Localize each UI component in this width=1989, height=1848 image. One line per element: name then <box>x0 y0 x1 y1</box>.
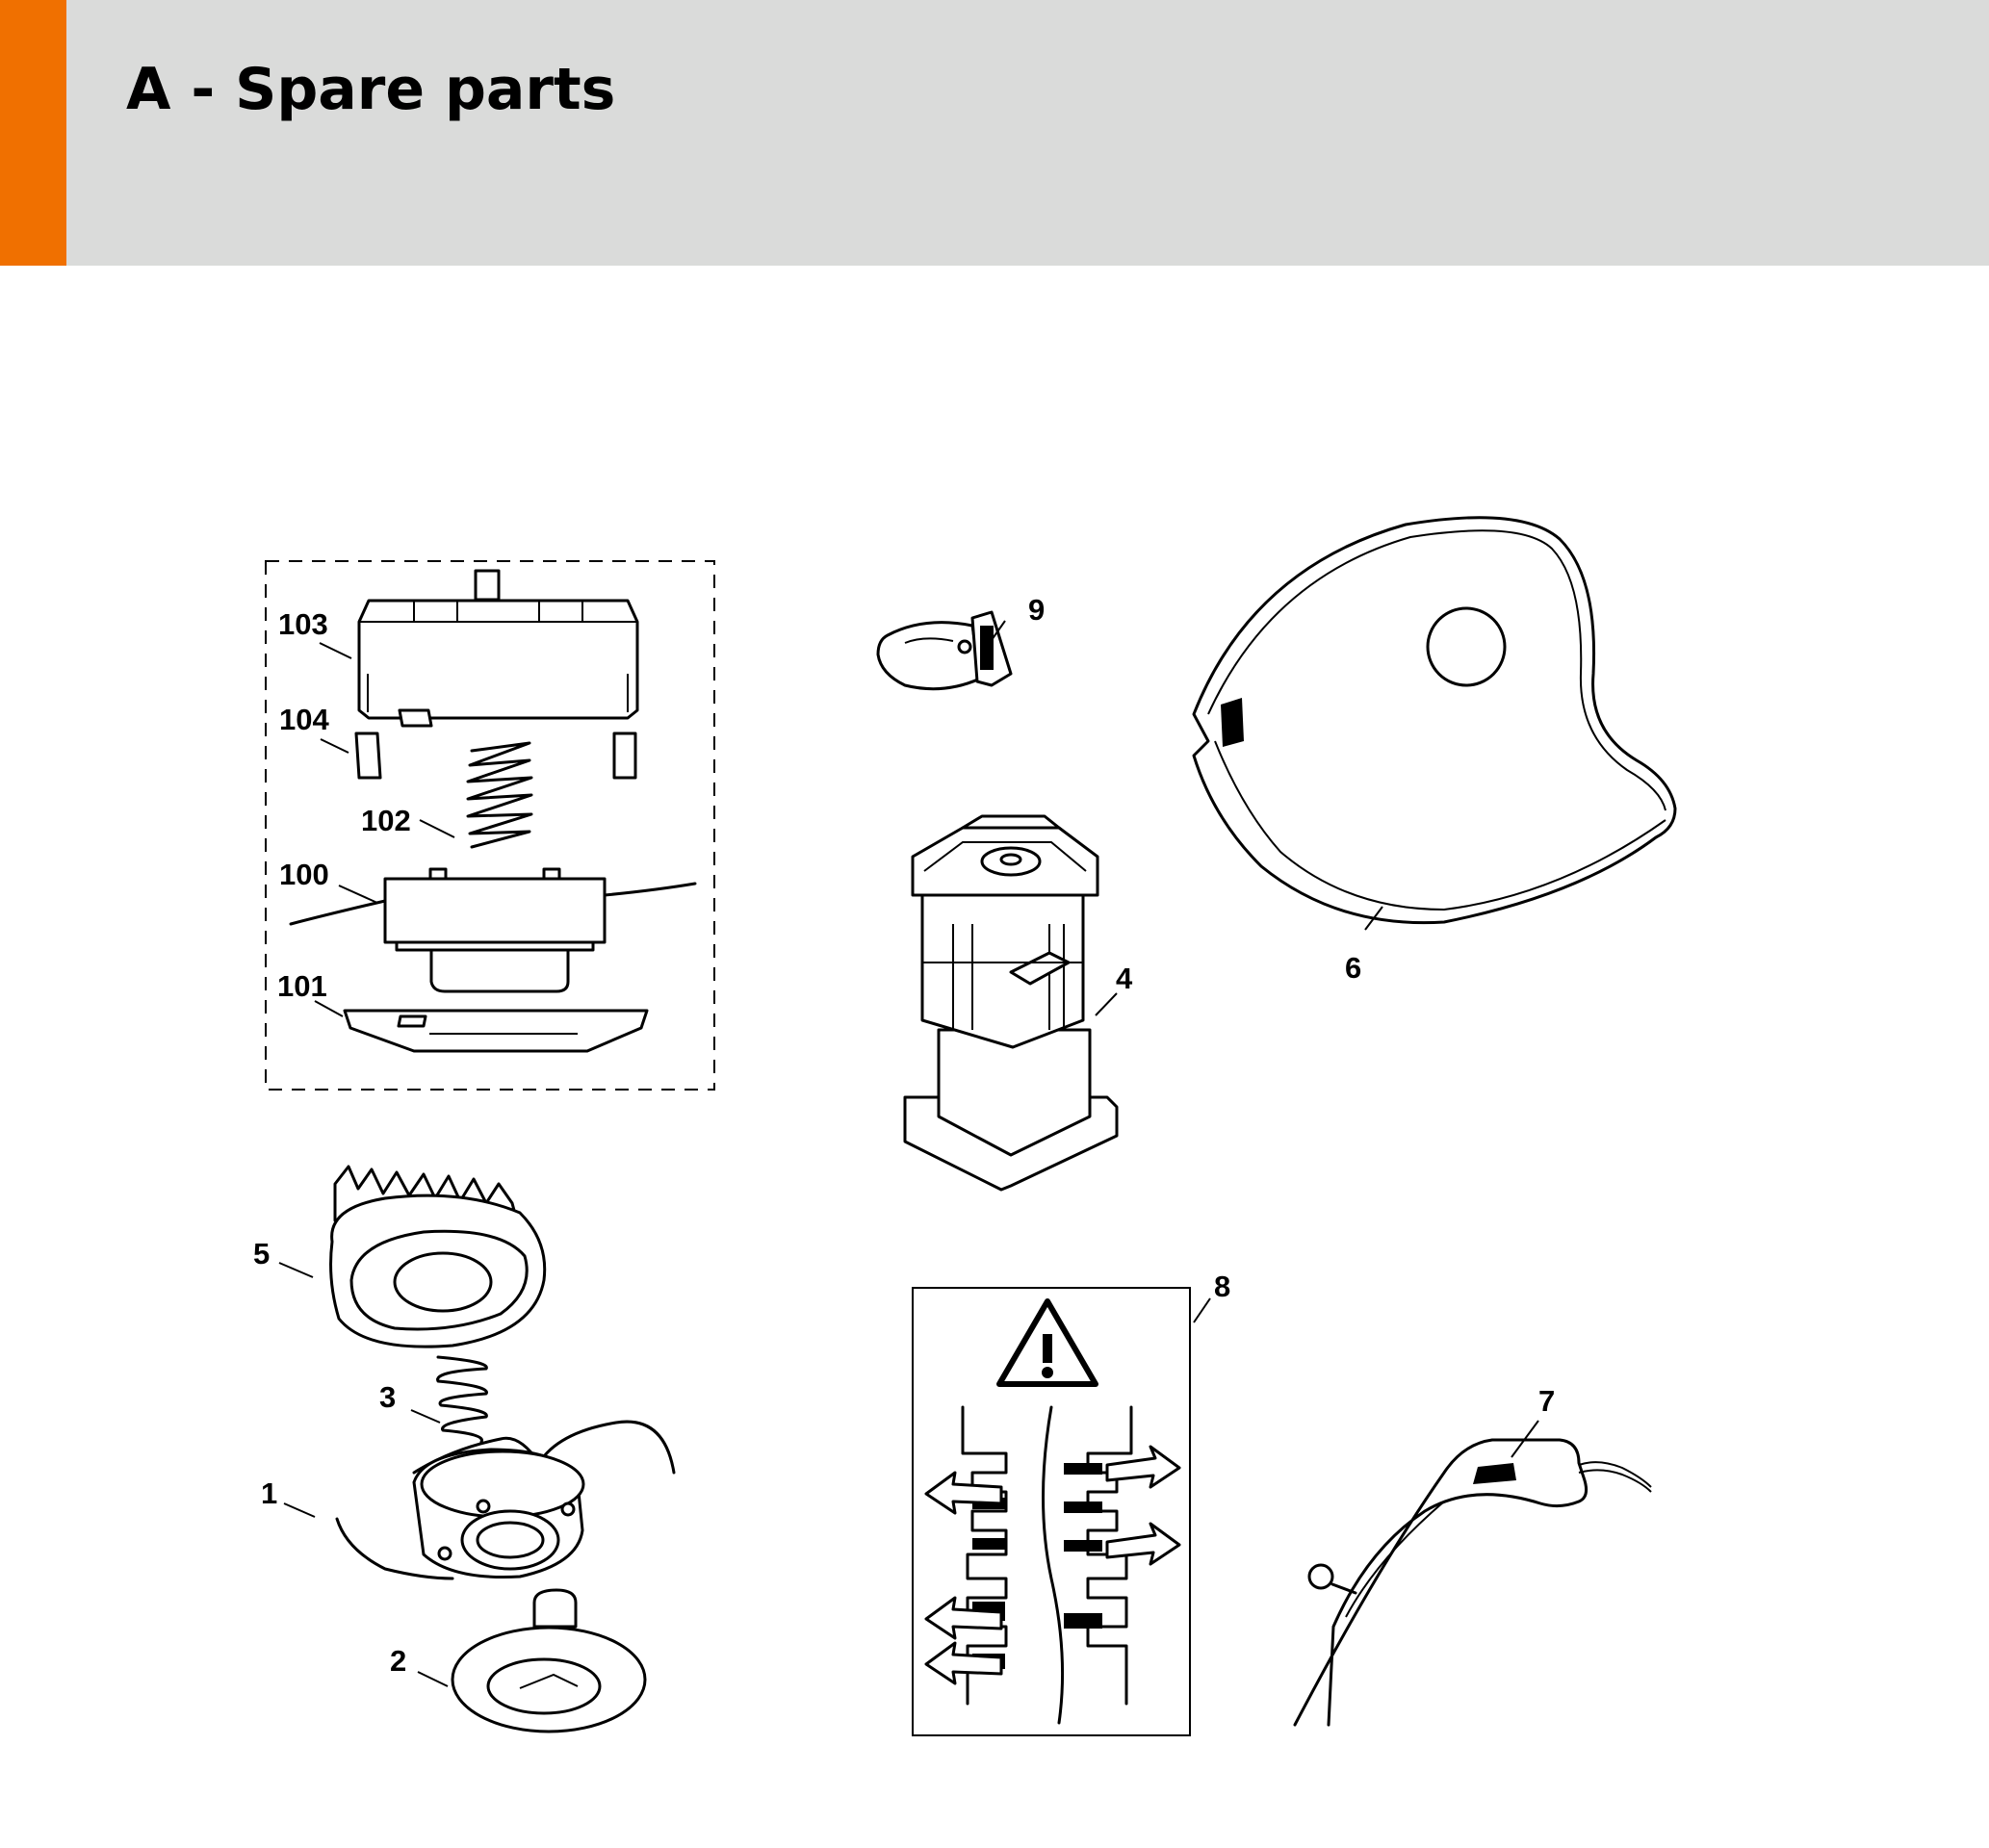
part-103-housing-icon[interactable] <box>357 569 639 728</box>
part-101-cap-icon[interactable] <box>343 1009 649 1053</box>
leader-lines <box>278 620 1539 1687</box>
part-100-spool-icon[interactable] <box>289 867 697 993</box>
part-8-warning-label-icon[interactable] <box>912 1287 1191 1736</box>
callout-9: 9 <box>1028 593 1045 627</box>
page-header: A - Spare parts <box>0 0 1989 266</box>
part-104-clips-icon[interactable] <box>354 732 637 780</box>
callout-103: 103 <box>278 607 328 641</box>
part-6-guard-icon[interactable] <box>1192 516 1677 925</box>
callout-5: 5 <box>253 1237 270 1270</box>
part-102-spring-icon[interactable] <box>466 741 533 849</box>
header-accent-bar <box>0 0 66 266</box>
callout-102: 102 <box>361 804 411 837</box>
callout-104: 104 <box>279 703 329 736</box>
callout-100: 100 <box>279 858 329 891</box>
kit-group-box <box>265 560 715 1091</box>
part-2-cap-icon[interactable] <box>451 1588 647 1733</box>
part-9-switch-icon[interactable] <box>876 610 1013 691</box>
part-5-housing-icon[interactable] <box>329 1165 547 1348</box>
callout-3: 3 <box>379 1380 396 1414</box>
callout-2: 2 <box>390 1644 406 1678</box>
callout-1: 1 <box>261 1476 277 1510</box>
callout-6: 6 <box>1345 951 1361 985</box>
callout-101: 101 <box>277 969 327 1003</box>
part-1-spool-icon[interactable] <box>335 1420 676 1580</box>
callout-7: 7 <box>1538 1384 1555 1418</box>
callout-4: 4 <box>1116 962 1133 995</box>
callout-8: 8 <box>1214 1270 1230 1303</box>
part-7-handle-label-icon[interactable] <box>1293 1438 1652 1727</box>
part-4-motor-icon[interactable] <box>903 814 1119 1192</box>
page-title: A - Spare parts <box>126 56 616 123</box>
part-3-spring-icon[interactable] <box>436 1355 488 1444</box>
